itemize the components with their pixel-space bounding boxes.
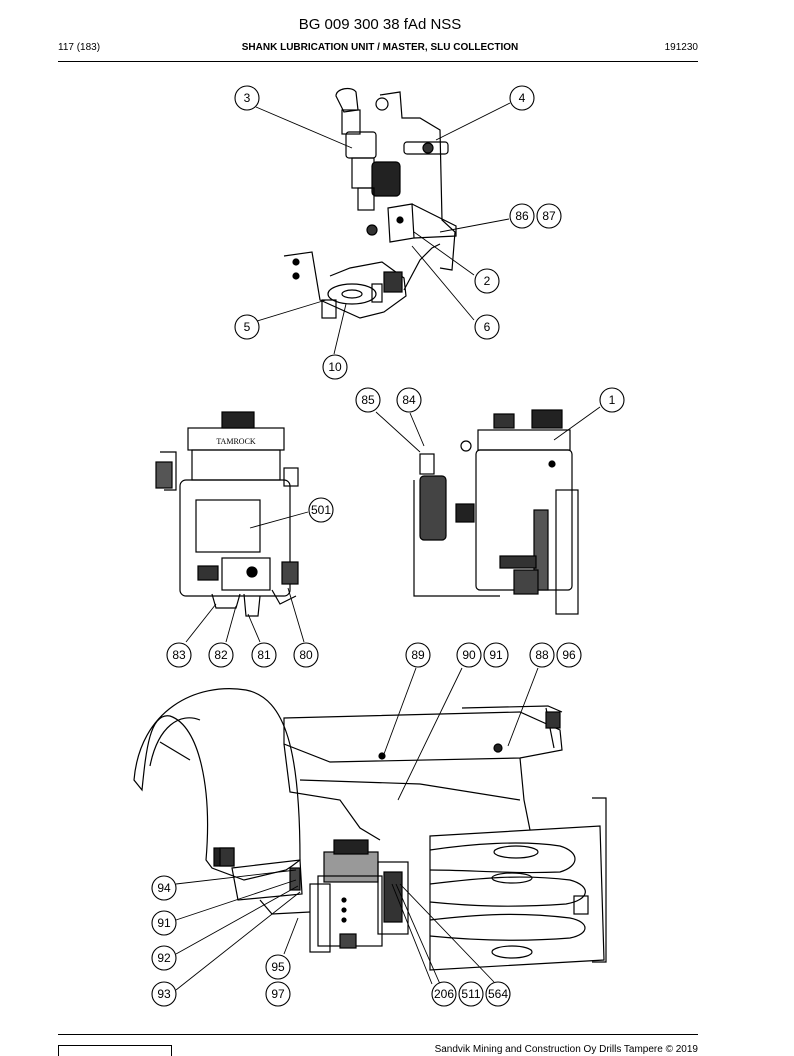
middle-right-unit-drawing — [413, 409, 579, 615]
header-rule — [58, 61, 698, 62]
callout-92: 92 — [157, 951, 171, 965]
callout-1: 1 — [609, 393, 616, 407]
callout-10: 10 — [328, 360, 342, 374]
callout-82: 82 — [214, 648, 228, 662]
boom-assembly-drawing — [133, 688, 607, 971]
callout-91-top: 91 — [489, 648, 503, 662]
section-title: SHANK LUBRICATION UNIT / MASTER, SLU COL… — [241, 42, 519, 53]
callout-numbers: 3 4 86 87 2 5 6 10 85 84 1 501 83 82 81 … — [157, 91, 615, 1001]
callout-2: 2 — [484, 274, 491, 288]
callout-84: 84 — [402, 393, 416, 407]
callout-96: 96 — [562, 648, 576, 662]
callout-90: 90 — [462, 648, 476, 662]
callout-93: 93 — [157, 987, 171, 1001]
callout-501: 501 — [311, 503, 331, 517]
callout-206: 206 — [434, 987, 454, 1001]
leader-lines — [175, 102, 601, 991]
top-assembly-drawing — [283, 87, 457, 319]
callout-91-left: 91 — [157, 916, 171, 930]
callout-circles — [151, 85, 625, 1007]
callout-97: 97 — [271, 987, 285, 1001]
callout-83: 83 — [172, 648, 186, 662]
callout-564: 564 — [488, 987, 508, 1001]
callout-6: 6 — [484, 320, 491, 334]
callout-86: 86 — [515, 209, 529, 223]
callout-94: 94 — [157, 881, 171, 895]
callout-88: 88 — [535, 648, 549, 662]
middle-left-unit-drawing — [155, 411, 299, 617]
document-title: BG 009 300 38 fAd NSS — [298, 16, 462, 33]
callout-89: 89 — [411, 648, 425, 662]
date-code: 191230 — [664, 42, 698, 53]
callout-85: 85 — [361, 393, 375, 407]
brand-plate-text: TAMROCK — [216, 437, 256, 446]
callout-81: 81 — [257, 648, 271, 662]
callout-5: 5 — [244, 320, 251, 334]
callout-511: 511 — [461, 987, 480, 1001]
callout-87: 87 — [542, 209, 556, 223]
footer-rule — [58, 1034, 698, 1035]
footer-copyright: Sandvik Mining and Construction Oy Drill… — [434, 1044, 698, 1055]
callout-3: 3 — [244, 91, 251, 105]
callout-80: 80 — [299, 648, 313, 662]
callout-4: 4 — [519, 91, 526, 105]
sandvik-logo — [58, 1045, 172, 1056]
page-number: 117 (183) — [58, 42, 101, 53]
callout-95: 95 — [271, 960, 285, 974]
